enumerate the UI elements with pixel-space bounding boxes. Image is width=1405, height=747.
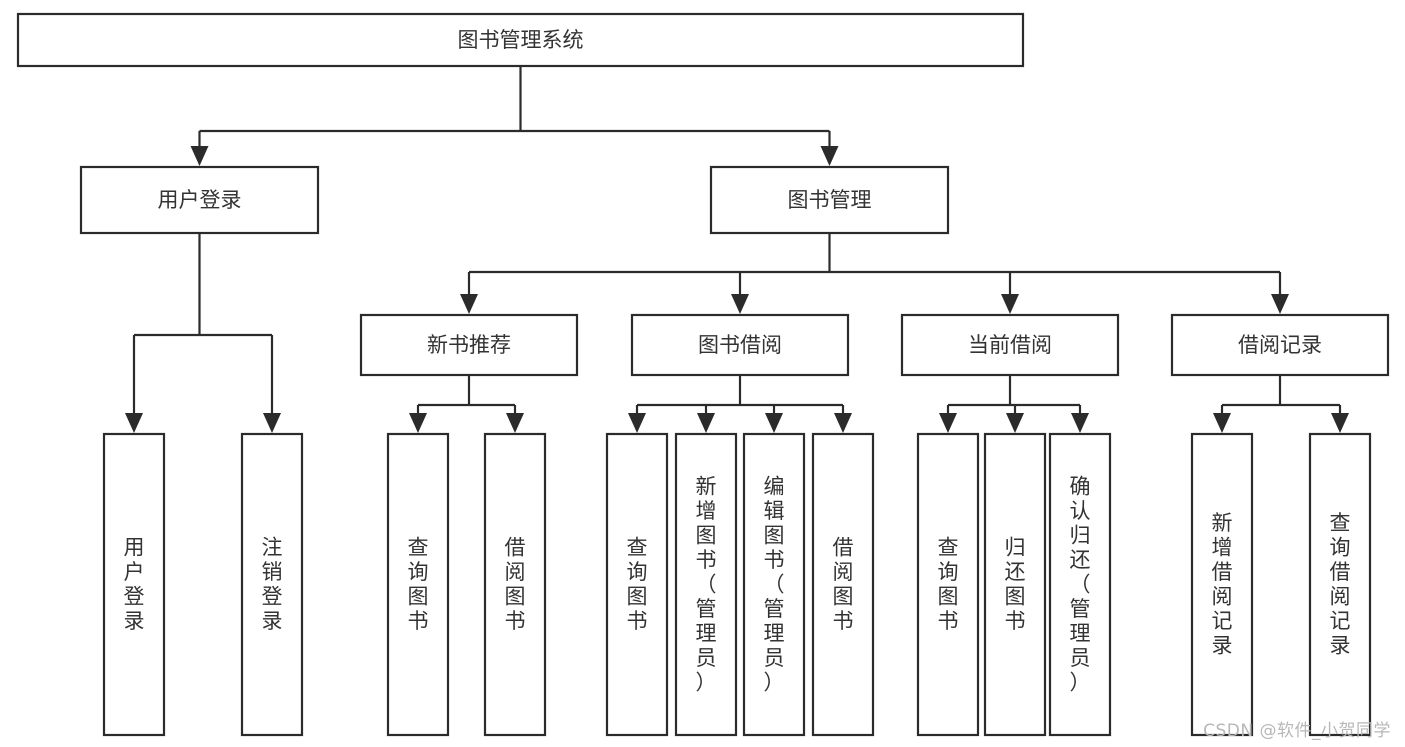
arrow-head-icon: [506, 413, 524, 433]
connector-layer: [125, 66, 1349, 433]
arrow-head-icon: [263, 413, 281, 433]
leaf-box[interactable]: [1308, 432, 1372, 737]
leaf-label: 借阅图书: [505, 536, 526, 634]
level2-node[interactable]: 借阅记录: [1170, 313, 1390, 377]
level1-box[interactable]: [79, 165, 320, 235]
leaf-label: 确认归还（管理员）: [1070, 474, 1091, 694]
arrow-head-icon: [834, 413, 852, 433]
arrow-head-icon: [409, 413, 427, 433]
leaf-box[interactable]: [742, 432, 806, 737]
leaf-label: 查询借阅记录: [1330, 511, 1351, 658]
arrow-head-icon: [765, 413, 783, 433]
leaf-label: 新增图书（管理员）: [696, 474, 717, 694]
level2-box[interactable]: [630, 313, 850, 377]
leaf-label: 注销登录: [262, 536, 283, 634]
level2-node[interactable]: 当前借阅: [900, 313, 1120, 377]
leaf-node[interactable]: 查询图书: [386, 432, 450, 737]
arrow-head-icon: [1001, 294, 1019, 314]
leaf-box[interactable]: [605, 432, 669, 737]
arrow-head-icon: [731, 294, 749, 314]
leaf-box[interactable]: [674, 432, 738, 737]
arrow-head-icon: [1271, 294, 1289, 314]
leaf-label: 编辑图书（管理员）: [764, 474, 785, 694]
leaf-box[interactable]: [102, 432, 166, 737]
leaf-label: 查询图书: [627, 536, 648, 634]
root-box[interactable]: [16, 12, 1025, 68]
leaf-box[interactable]: [483, 432, 547, 737]
leaf-node[interactable]: 注销登录: [240, 432, 304, 737]
level2-node[interactable]: 图书借阅: [630, 313, 850, 377]
leaf-label: 查询图书: [938, 536, 959, 634]
leaf-node[interactable]: 新增图书（管理员）: [674, 432, 738, 737]
level2-node[interactable]: 新书推荐: [359, 313, 579, 377]
leaf-box[interactable]: [916, 432, 980, 737]
level2-label: 当前借阅: [968, 333, 1052, 357]
leaf-node[interactable]: 查询图书: [916, 432, 980, 737]
level2-box[interactable]: [1170, 313, 1390, 377]
level1-box[interactable]: [709, 165, 950, 235]
leaf-label: 用户登录: [124, 536, 145, 634]
leaf-node[interactable]: 借阅图书: [483, 432, 547, 737]
arrow-head-icon: [628, 413, 646, 433]
leaf-node[interactable]: 用户登录: [102, 432, 166, 737]
level1-label: 用户登录: [158, 188, 242, 212]
edge-group: [125, 233, 281, 433]
leaf-node[interactable]: 归还图书: [983, 432, 1047, 737]
arrow-head-icon: [939, 413, 957, 433]
edge-group: [939, 375, 1089, 433]
level2-box[interactable]: [900, 313, 1120, 377]
level1-label: 图书管理: [788, 188, 872, 212]
root-label: 图书管理系统: [458, 28, 584, 52]
edge-group: [460, 233, 1289, 314]
arrow-head-icon: [1006, 413, 1024, 433]
leaf-box[interactable]: [811, 432, 875, 737]
leaf-node[interactable]: 编辑图书（管理员）: [742, 432, 806, 737]
arrow-head-icon: [697, 413, 715, 433]
arrow-head-icon: [1331, 413, 1349, 433]
level1-node[interactable]: 用户登录: [79, 165, 320, 235]
leaf-node[interactable]: 借阅图书: [811, 432, 875, 737]
leaf-box[interactable]: [1190, 432, 1254, 737]
root-node[interactable]: 图书管理系统: [16, 12, 1025, 68]
leaf-label: 借阅图书: [833, 536, 854, 634]
edge-group: [1213, 375, 1349, 433]
leaf-label: 归还图书: [1005, 536, 1026, 634]
leaf-node[interactable]: 确认归还（管理员）: [1048, 432, 1112, 737]
edge-group: [409, 375, 524, 433]
arrow-head-icon: [820, 146, 839, 166]
edge-group: [190, 66, 839, 166]
leaf-box[interactable]: [386, 432, 450, 737]
level2-label: 借阅记录: [1238, 333, 1322, 357]
leaf-box[interactable]: [983, 432, 1047, 737]
leaf-box[interactable]: [240, 432, 304, 737]
level2-label: 图书借阅: [698, 333, 782, 357]
leaf-node[interactable]: 查询借阅记录: [1308, 432, 1372, 737]
arrow-head-icon: [190, 146, 209, 166]
level2-box[interactable]: [359, 313, 579, 377]
leaf-box[interactable]: [1048, 432, 1112, 737]
arrow-head-icon: [125, 413, 143, 433]
edge-group: [628, 375, 852, 433]
arrow-head-icon: [460, 294, 478, 314]
leaf-node[interactable]: 查询图书: [605, 432, 669, 737]
leaf-node[interactable]: 新增借阅记录: [1190, 432, 1254, 737]
csdn-watermark: CSDN @软件_小贺同学: [1203, 721, 1391, 741]
level1-node[interactable]: 图书管理: [709, 165, 950, 235]
level2-label: 新书推荐: [427, 333, 511, 357]
leaf-label: 新增借阅记录: [1212, 511, 1233, 658]
arrow-head-icon: [1213, 413, 1231, 433]
arrow-head-icon: [1071, 413, 1089, 433]
leaf-label: 查询图书: [408, 536, 429, 634]
node-layer: 图书管理系统用户登录图书管理新书推荐图书借阅当前借阅借阅记录用户登录注销登录查询…: [16, 12, 1390, 737]
